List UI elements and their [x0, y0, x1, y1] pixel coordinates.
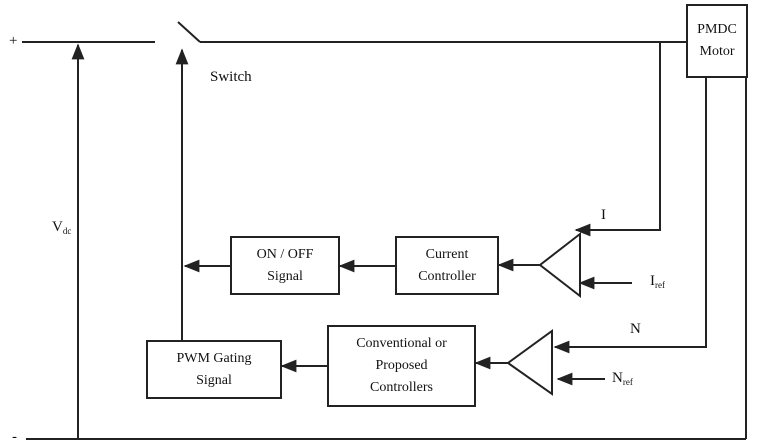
speed-comparator: [506, 329, 553, 396]
onoff-line2: Signal: [267, 268, 303, 284]
motor-line2: Motor: [699, 44, 735, 59]
current-ref-label: Iref: [650, 272, 665, 294]
current-comparator: [538, 231, 581, 299]
current-controller-block: Current Controller: [395, 236, 499, 295]
pmdc-motor-block: PMDC Motor: [686, 4, 748, 78]
speed-controller-line3: Controllers: [370, 380, 433, 395]
speed-controller-line2: Proposed: [375, 358, 428, 373]
speed-ref-label: Nref: [612, 369, 633, 391]
speed-ref-subscript: ref: [622, 377, 633, 387]
speed-signal-label: N: [630, 321, 641, 337]
pwm-line2: Signal: [196, 372, 232, 388]
speed-feedback-wire: [553, 77, 707, 354]
pwm-gating-block: PWM Gating Signal: [146, 340, 282, 399]
current-ref-subscript: ref: [655, 280, 665, 290]
positive-terminal-label: +: [9, 33, 18, 49]
pwm-line1: PWM Gating: [176, 350, 252, 366]
current-feedback-wire: [574, 42, 661, 237]
current-controller-line1: Current: [425, 246, 469, 262]
current-signal-label: I: [601, 207, 606, 223]
switch-blade: [177, 21, 201, 43]
switch-label: Switch: [210, 69, 252, 85]
negative-terminal-label: -: [12, 429, 17, 444]
vdc-label: Vdc: [52, 218, 71, 240]
speed-ref-symbol: N: [612, 370, 623, 386]
current-ref-symbol: I: [650, 273, 655, 289]
speed-controller-block: Conventional or Proposed Controllers: [327, 325, 476, 407]
onoff-signal-block: ON / OFF Signal: [230, 236, 340, 295]
onoff-line1: ON / OFF: [256, 246, 314, 262]
speed-controller-line1: Conventional or: [356, 336, 447, 351]
vdc-symbol: V: [52, 219, 63, 235]
motor-line1: PMDC: [697, 22, 737, 37]
current-controller-line2: Controller: [418, 268, 476, 284]
vdc-subscript: dc: [62, 226, 72, 236]
